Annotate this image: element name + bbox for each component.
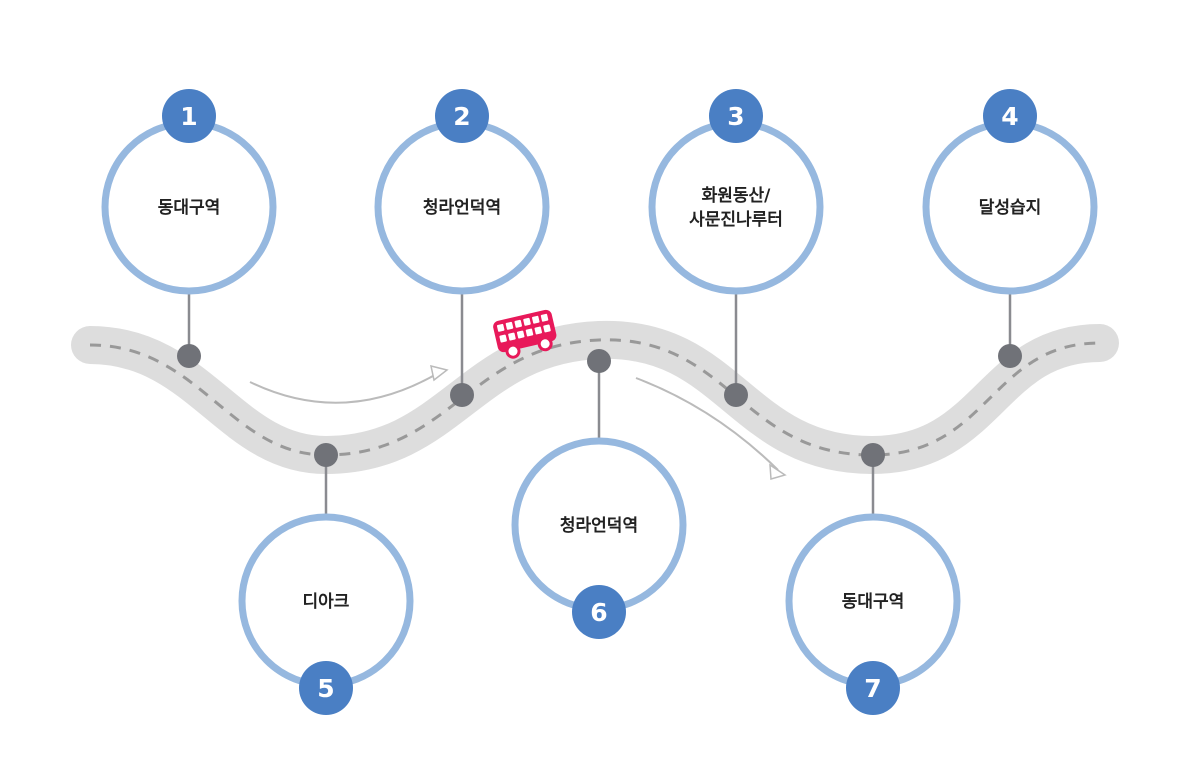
stop-label: 청라언덕역 [423,197,501,218]
stop-circle [648,119,824,295]
stop-number-badge [709,89,763,143]
arrow-head [430,364,449,382]
stop-label: 사문진나루터 [689,210,783,230]
stop-number: 6 [590,598,607,627]
stop-label: 화원동산/ [702,186,772,206]
direction-arrow-line [635,377,779,471]
stop-5: 디아크 5 [238,513,414,715]
stop-number-badge [846,661,900,715]
route-node-dot [177,344,201,368]
route-road [71,320,1119,475]
stop-number: 7 [864,674,881,703]
route-node-dot [724,383,748,407]
stop-3: 화원동산/사문진나루터 3 [648,89,824,295]
route-stops: 동대구역 1 청라언덕역 2 화원동산/사문진나루터 3 달성습지 4 디아크 5 청라언덕역 6 동대… [101,89,1098,715]
route-node-dot [450,383,474,407]
stop-number-badge [572,585,626,639]
route-node-dot [587,349,611,373]
stop-label: 동대구역 [842,592,905,612]
stop-6: 청라언덕역 6 [511,437,687,639]
double-decker-bus-icon [493,309,557,359]
stop-number: 1 [180,102,197,131]
arrow-head [769,463,787,480]
stop-number-badge [299,661,353,715]
direction-arrow-line [249,371,441,404]
stop-1: 동대구역 1 [101,89,277,295]
stop-number: 2 [453,102,470,131]
stop-number: 3 [727,102,744,131]
stop-2: 청라언덕역 2 [374,89,550,295]
stop-connectors [177,291,1022,517]
stop-number-badge [435,89,489,143]
route-node-dot [314,443,338,467]
stop-label: 디아크 [303,592,350,612]
bus-body [493,309,557,359]
direction-arrows [249,364,787,480]
stop-label: 달성습지 [979,197,1042,218]
stop-4: 달성습지 4 [922,89,1098,295]
stop-label: 청라언덕역 [560,515,638,536]
stop-number: 4 [1001,102,1018,131]
road-center-line [89,338,1101,457]
route-node-dot [861,443,885,467]
route-node-dot [998,344,1022,368]
stop-number: 5 [317,674,334,703]
stop-number-badge [983,89,1037,143]
stop-number-badge [162,89,216,143]
stop-7: 동대구역 7 [785,513,961,715]
stop-label: 동대구역 [158,198,221,218]
